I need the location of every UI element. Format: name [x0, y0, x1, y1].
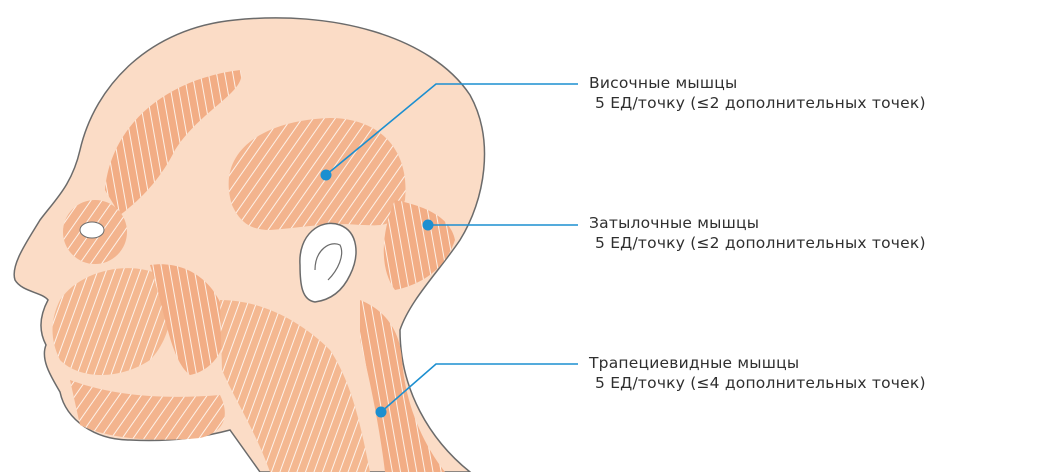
occipital-injection-point: [423, 220, 434, 231]
occipital-muscle-dose: 5 ЕД/точку (≤2 дополнительных точек): [589, 233, 926, 253]
temporal-muscle-dose: 5 ЕД/точку (≤2 дополнительных точек): [589, 93, 926, 113]
temporal-muscle-name: Височные мышцы: [589, 74, 737, 92]
trapezius-injection-point: [376, 407, 387, 418]
eye: [80, 222, 104, 238]
occipital-muscle-label: Затылочные мышцы 5 ЕД/точку (≤2 дополнит…: [589, 213, 926, 253]
occipital-muscle-name: Затылочные мышцы: [589, 214, 759, 232]
trapezius-muscle-name: Трапециевидные мышцы: [589, 354, 799, 372]
trapezius-muscle-dose: 5 ЕД/точку (≤4 дополнительных точек): [589, 373, 926, 393]
temporal-muscle-label: Височные мышцы 5 ЕД/точку (≤2 дополнител…: [589, 73, 926, 113]
temporal-injection-point: [321, 170, 332, 181]
trapezius-muscle-label: Трапециевидные мышцы 5 ЕД/точку (≤4 допо…: [589, 353, 926, 393]
